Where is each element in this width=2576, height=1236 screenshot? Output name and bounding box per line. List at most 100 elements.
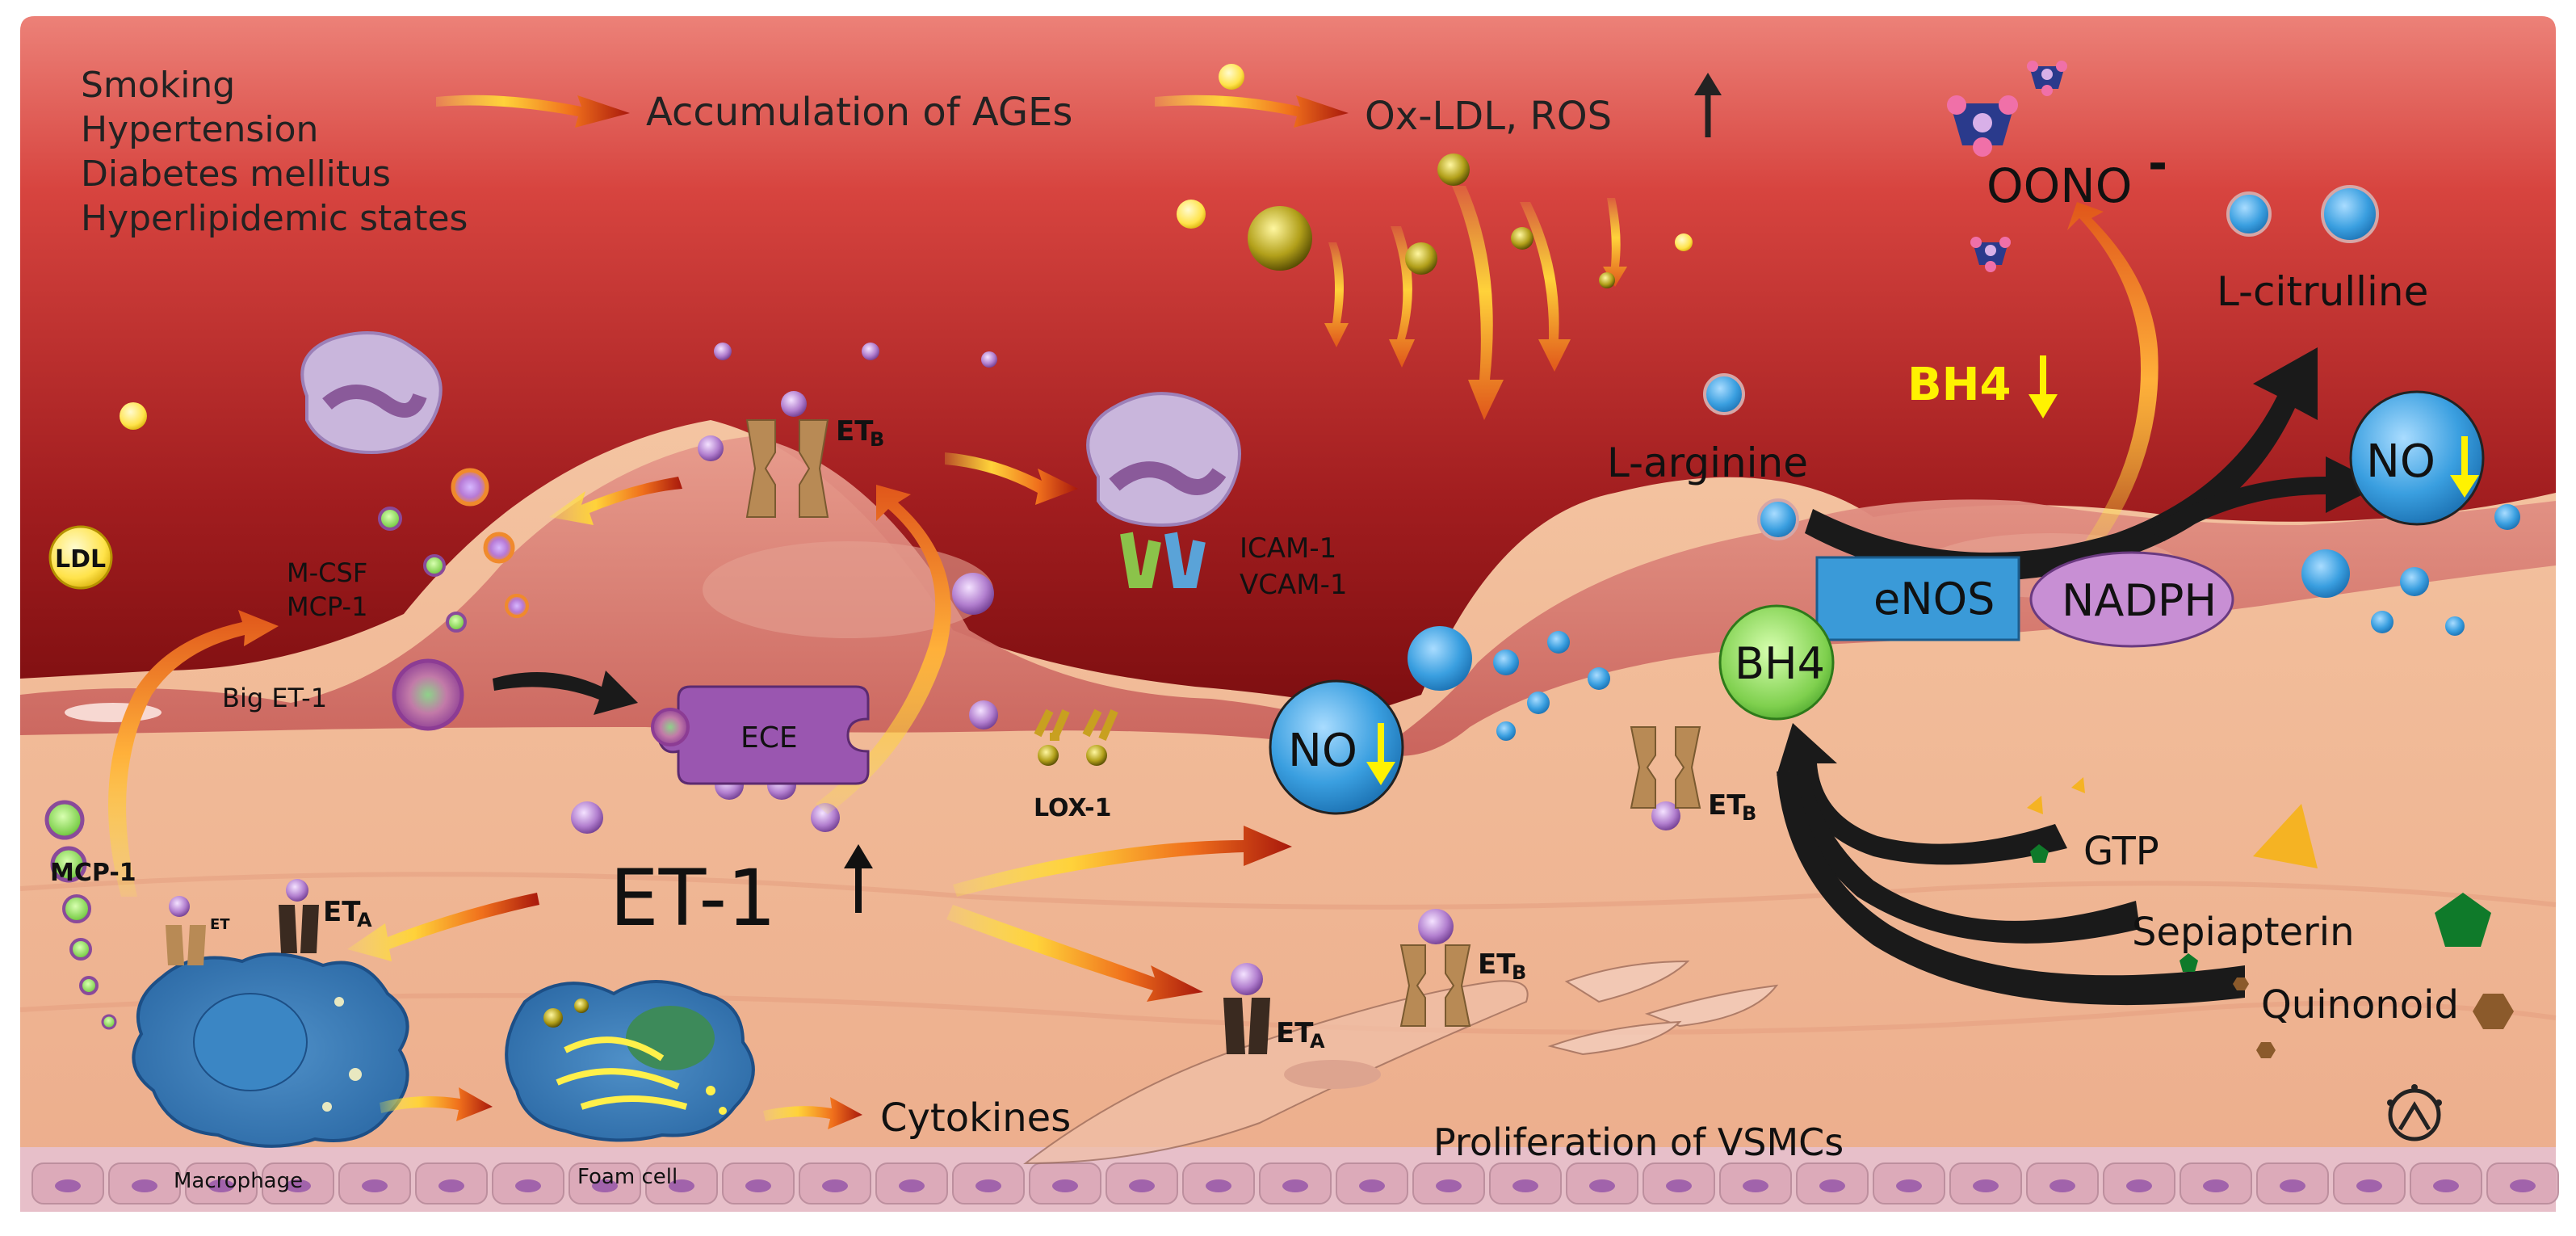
adventitia-cell-nucleus xyxy=(2126,1179,2152,1192)
label-etb-vsmc: ET xyxy=(1478,948,1516,981)
adventitia-cell-nucleus xyxy=(1206,1179,1231,1192)
label-etb-top-sub: B xyxy=(870,428,884,451)
label-etb-top: ET xyxy=(836,415,874,448)
label-l-citrulline: L-citrulline xyxy=(2217,268,2428,315)
up-arrow-icon xyxy=(1694,73,1722,137)
citrulline-particle-2 xyxy=(2321,185,2379,243)
adventitia-cell-nucleus xyxy=(1589,1179,1615,1192)
label-eta-vsmc-sub: A xyxy=(1310,1030,1325,1053)
endothelial-gap xyxy=(65,703,162,722)
adventitia-cell-nucleus xyxy=(975,1179,1001,1192)
arrow-risk-to-ages xyxy=(436,95,630,128)
adventitia-cell-nucleus xyxy=(822,1179,848,1192)
label-no-top: NO xyxy=(2366,435,2435,488)
label-etb-macrophage: ET xyxy=(210,916,230,933)
label-foam-cell: Foam cell xyxy=(577,1165,678,1189)
arrow-to-oono xyxy=(2067,202,2159,557)
adventitia-cell-nucleus xyxy=(1973,1179,1999,1192)
no-particles-center xyxy=(1408,626,1610,741)
peroxynitrite-molecules xyxy=(1947,61,2067,272)
arginine-particle-2 xyxy=(1757,498,1799,540)
label-cytokines: Cytokines xyxy=(880,1095,1071,1141)
label-eta-macrophage-sub: A xyxy=(357,909,372,931)
adventitia-cell-nucleus xyxy=(669,1179,694,1192)
etb-receptor-top xyxy=(745,419,829,518)
label-no-center: NO xyxy=(1288,725,1357,777)
adventitia-cell-nucleus xyxy=(1819,1179,1845,1192)
adventitia-cell-nucleus xyxy=(899,1179,925,1192)
adventitia-cell-nucleus xyxy=(132,1179,157,1192)
arrow-macrophage-to-foam xyxy=(380,1087,493,1121)
label-etb-right-sub: B xyxy=(1742,802,1756,825)
adventitia-cell-nucleus xyxy=(515,1179,541,1192)
endothelial-nucleus-left xyxy=(703,541,993,638)
adventitia-cell-nucleus xyxy=(2510,1179,2536,1192)
gtp-icon xyxy=(2253,804,2318,868)
citrulline-particle-1 xyxy=(2226,191,2272,237)
adventitia-cell-nucleus xyxy=(2049,1179,2075,1192)
label-mcsf: M-CSF xyxy=(287,557,367,588)
no-molecule-center xyxy=(1269,679,1404,815)
adventitia-cell-nucleus xyxy=(2280,1179,2305,1192)
arrow-ages-to-oxldl xyxy=(1155,95,1349,128)
risk-factor-hypertension: Hypertension xyxy=(81,109,318,150)
adventitia-cell-nucleus xyxy=(1129,1179,1155,1192)
macrophage-etb-receptor xyxy=(166,896,206,965)
quinonoid-icon xyxy=(2473,994,2514,1029)
et1-up-arrow-icon xyxy=(844,844,873,913)
label-mcp1: MCP-1 xyxy=(287,591,367,622)
label-oxldl-ros: Ox-LDL, ROS xyxy=(1365,94,1612,139)
icam-vcam-receptors xyxy=(1120,532,1206,588)
label-et1: ET-1 xyxy=(610,853,776,944)
arrow-etb-to-cytokines xyxy=(549,477,682,525)
adventitia-cell-nucleus xyxy=(1896,1179,1922,1192)
label-icam1: ICAM-1 xyxy=(1240,532,1336,565)
label-etb-vsmc-sub: B xyxy=(1512,961,1526,984)
no-particles-right xyxy=(2301,504,2520,636)
adventitia-cell-nucleus xyxy=(2356,1179,2382,1192)
etb-receptor-right xyxy=(1630,726,1701,809)
label-quinonoid: Quinonoid xyxy=(2261,982,2459,1028)
enos-box xyxy=(1815,556,2020,641)
arrow-quinonoid-to-bh4 xyxy=(1777,771,2245,1006)
monocyte-right xyxy=(1086,392,1241,528)
sepiapterin-small-icon-1 xyxy=(2030,844,2049,863)
no-center-down-arrow-icon xyxy=(1366,723,1395,785)
gtp-small-icon-1 xyxy=(2027,796,2043,814)
adventitia-cell-nucleus xyxy=(2203,1179,2229,1192)
lox1-receptors xyxy=(1034,708,1118,766)
gtp-small-icon-2 xyxy=(2071,777,2085,793)
label-eta-macrophage: ET xyxy=(323,896,361,928)
adventitia-cell-nucleus xyxy=(1282,1179,1308,1192)
quinonoid-small-icon-2 xyxy=(2233,977,2249,990)
label-enos: eNOS xyxy=(1873,574,1995,624)
label-eta-vsmc: ET xyxy=(1276,1017,1314,1049)
arrow-et1-to-no xyxy=(953,826,1292,897)
monocyte-left xyxy=(300,331,443,455)
arrow-et1-to-macrophage xyxy=(347,893,539,961)
ros-particles xyxy=(120,64,1693,430)
vsmc-eta-receptor xyxy=(1223,963,1270,1054)
emblem-icon xyxy=(2387,1084,2442,1141)
adventitia-cell-nucleus xyxy=(1359,1179,1385,1192)
sepiapterin-icon xyxy=(2435,893,2491,947)
nadph-ellipse xyxy=(2029,551,2234,648)
arrow-et1-to-vsmc xyxy=(946,905,1203,1002)
adventitia-cell-nucleus xyxy=(362,1179,388,1192)
arrow-gtp-to-bh4 xyxy=(1777,723,2067,865)
no-top-down-arrow-icon xyxy=(2450,436,2479,498)
macrophage-cell xyxy=(132,952,409,1148)
label-gtp: GTP xyxy=(2083,829,2159,874)
adventitia-cell-nucleus xyxy=(745,1179,771,1192)
adventitia-cell-nucleus xyxy=(285,1179,311,1192)
foam-cell xyxy=(505,980,755,1142)
label-vsmc-proliferation: Proliferation of VSMCs xyxy=(1433,1120,1844,1164)
mcp1-left-particles xyxy=(44,800,117,1030)
adventitia-cell-nucleus xyxy=(1436,1179,1462,1192)
arrow-to-no xyxy=(2148,456,2382,541)
arrow-et1-to-etb xyxy=(816,485,951,814)
arrow-etb-to-monocyte xyxy=(945,452,1078,505)
risk-factor-hyperlipidemia: Hyperlipidemic states xyxy=(81,198,468,239)
label-mcp1-left: MCP-1 xyxy=(50,859,136,887)
